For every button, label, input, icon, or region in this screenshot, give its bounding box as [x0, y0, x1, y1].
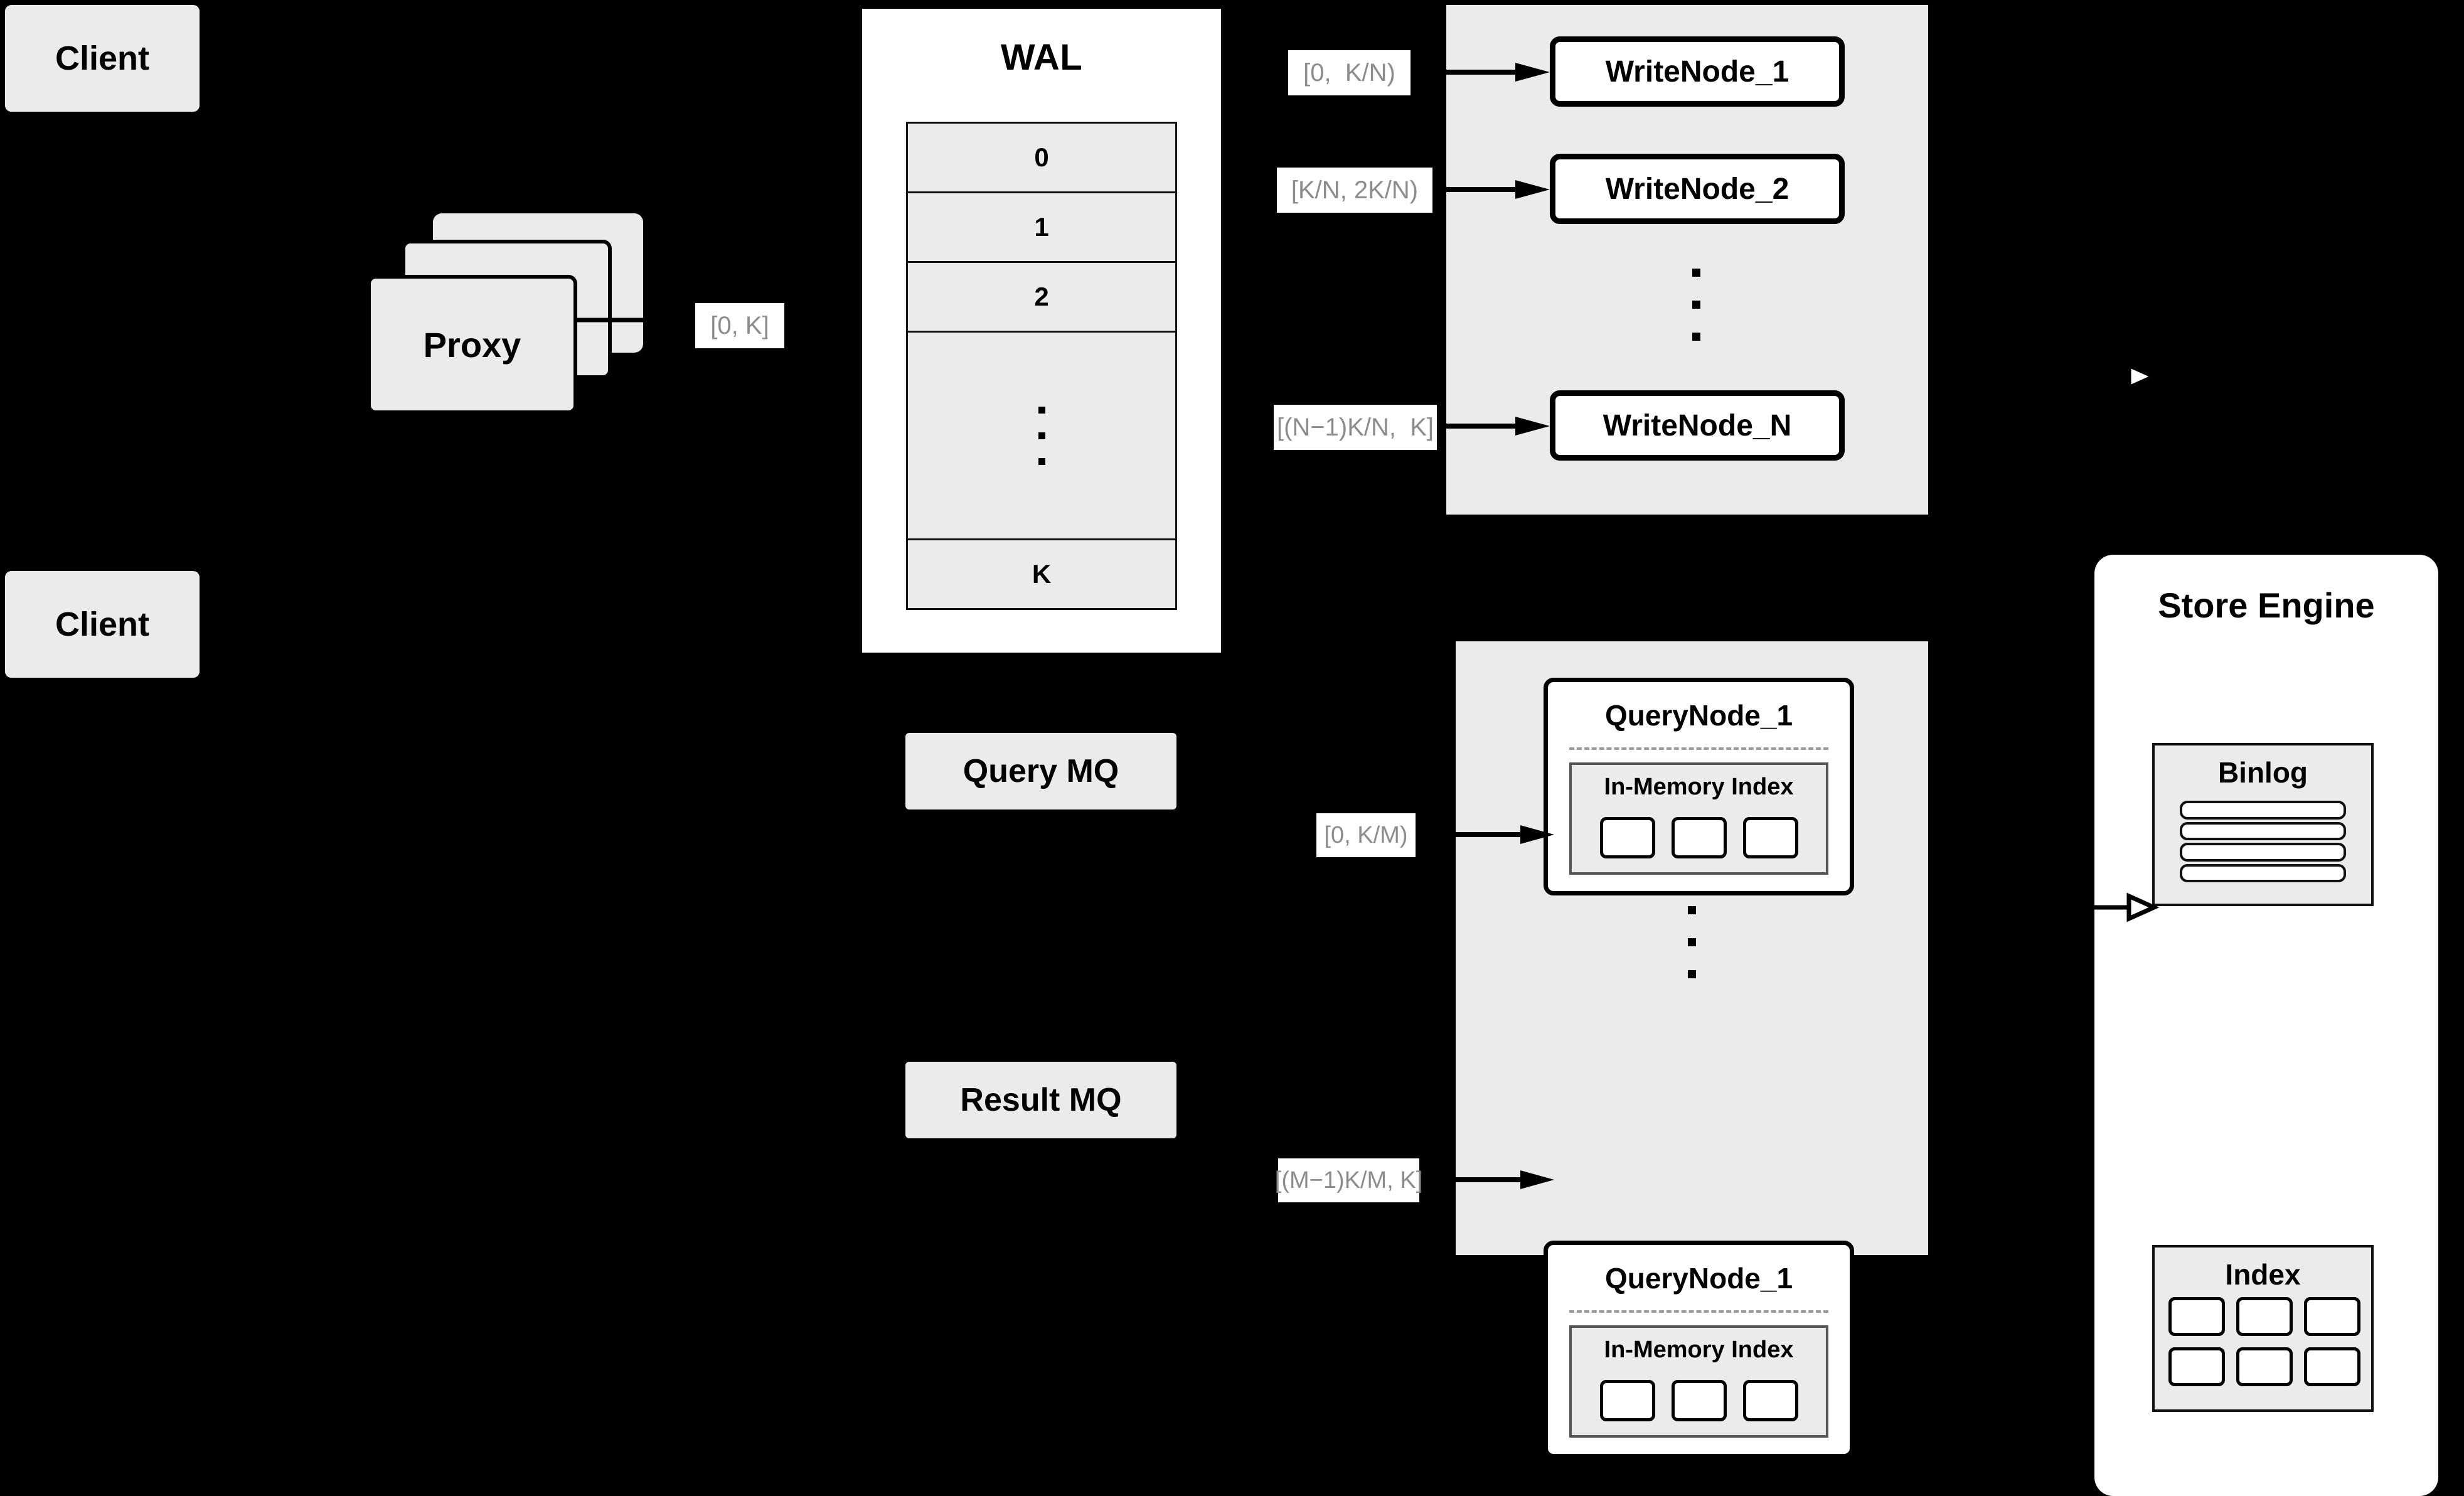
vertical-dot-icon	[1692, 269, 1700, 277]
client-node-1-label: Client	[55, 40, 149, 77]
query-node-1[interactable]: QueryNode_1 In-Memory Index	[1544, 678, 1854, 895]
binlog-row-list	[2180, 801, 2346, 882]
vertical-dot-icon	[1038, 406, 1045, 414]
range-label-query-node-m: [(M−1)K/M, K]	[1275, 1158, 1422, 1202]
binlog-box: Binlog	[2152, 743, 2374, 906]
write-node-2-label: WriteNode_2	[1605, 172, 1789, 206]
index-cell	[2304, 1347, 2360, 1386]
range-label-write-node-1: [0, K/N)	[1288, 50, 1411, 95]
proxy-to-wal-connector	[576, 318, 695, 323]
wal-entry-row: 0	[908, 124, 1175, 193]
wal-entry-row: 2	[908, 263, 1175, 333]
binlog-row	[2180, 863, 2346, 882]
arrow-to-index	[2094, 892, 2160, 922]
index-cell-grid	[2168, 1297, 2360, 1386]
index-cell	[1742, 817, 1798, 858]
binlog-title: Binlog	[2217, 756, 2308, 789]
proxy-node[interactable]: Proxy	[367, 275, 577, 414]
range-label-proxy-to-wal: [0, K]	[695, 303, 784, 348]
write-cluster-ellipsis	[1692, 269, 1700, 341]
range-label-write-node-n: [(N−1)K/N, K]	[1274, 405, 1437, 450]
index-cell	[2304, 1297, 2360, 1336]
vertical-dot-icon	[1692, 333, 1700, 341]
vertical-dot-icon	[1688, 906, 1696, 914]
index-cell	[2236, 1297, 2293, 1336]
arrow-to-binlog	[2094, 361, 2160, 392]
vertical-dot-icon	[1688, 970, 1696, 978]
in-memory-index-title: In-Memory Index	[1604, 774, 1794, 800]
store-engine-panel: Store Engine Binlog Index	[2094, 555, 2438, 1496]
client-node-2-label: Client	[55, 606, 149, 643]
arrow-to-query-node-1	[1415, 825, 1554, 844]
arrow-to-query-node-m	[1415, 1170, 1554, 1189]
wal-entry-row-last: K	[908, 540, 1175, 608]
range-label-query-node-1: [0, K/M)	[1316, 813, 1416, 857]
query-node-m[interactable]: QueryNode_1 In-Memory Index	[1544, 1241, 1854, 1458]
query-node-1-in-memory-index: In-Memory Index	[1569, 762, 1828, 875]
query-mq-label: Query MQ	[963, 753, 1119, 789]
result-mq-label: Result MQ	[960, 1082, 1122, 1118]
store-engine-title: Store Engine	[2158, 585, 2375, 625]
write-node-1[interactable]: WriteNode_1	[1550, 36, 1845, 107]
index-title: Index	[2225, 1258, 2301, 1291]
wal-box: WAL 0 1 2 K	[858, 5, 1225, 656]
write-node-n-label: WriteNode_N	[1603, 409, 1792, 442]
query-node-1-divider	[1569, 747, 1828, 750]
result-mq-node[interactable]: Result MQ	[905, 1062, 1176, 1138]
index-cell	[1599, 817, 1655, 858]
wal-title: WAL	[1000, 37, 1083, 78]
wal-ellipsis-row	[908, 333, 1175, 540]
index-cell	[2236, 1347, 2293, 1386]
index-cell	[1599, 1380, 1655, 1421]
vertical-dot-icon	[1038, 432, 1045, 439]
write-node-2[interactable]: WriteNode_2	[1550, 154, 1845, 224]
query-cluster-ellipsis	[1688, 906, 1696, 978]
write-node-1-label: WriteNode_1	[1605, 55, 1789, 88]
arrow-to-write-node-1	[1405, 63, 1550, 82]
query-mq-node[interactable]: Query MQ	[905, 733, 1176, 809]
index-cell	[1671, 1380, 1727, 1421]
in-memory-index-title: In-Memory Index	[1604, 1337, 1794, 1363]
range-label-write-node-2: [K/N, 2K/N)	[1277, 168, 1432, 213]
vertical-dot-icon	[1688, 938, 1696, 946]
vertical-dot-icon	[1038, 457, 1045, 465]
query-node-m-in-memory-index: In-Memory Index	[1569, 1325, 1828, 1438]
client-node-2[interactable]: Client	[5, 571, 200, 678]
binlog-row	[2180, 821, 2346, 840]
query-node-1-title: QueryNode_1	[1604, 699, 1793, 732]
in-memory-index-cells	[1572, 817, 1826, 858]
binlog-row	[2180, 801, 2346, 820]
index-cell	[1671, 817, 1727, 858]
query-node-m-divider	[1569, 1310, 1828, 1313]
query-node-m-title: QueryNode_1	[1604, 1262, 1793, 1295]
index-box: Index	[2152, 1245, 2374, 1412]
index-cell	[2168, 1347, 2225, 1386]
binlog-row	[2180, 843, 2346, 862]
write-node-n[interactable]: WriteNode_N	[1550, 390, 1845, 461]
index-cell	[1742, 1380, 1798, 1421]
wal-entry-table: 0 1 2 K	[906, 122, 1177, 610]
vertical-dot-icon	[1692, 301, 1700, 309]
index-cell	[2168, 1297, 2225, 1336]
wal-entry-row: 1	[908, 193, 1175, 263]
in-memory-index-cells	[1572, 1380, 1826, 1421]
client-node-1[interactable]: Client	[5, 5, 200, 112]
proxy-label: Proxy	[423, 324, 521, 365]
